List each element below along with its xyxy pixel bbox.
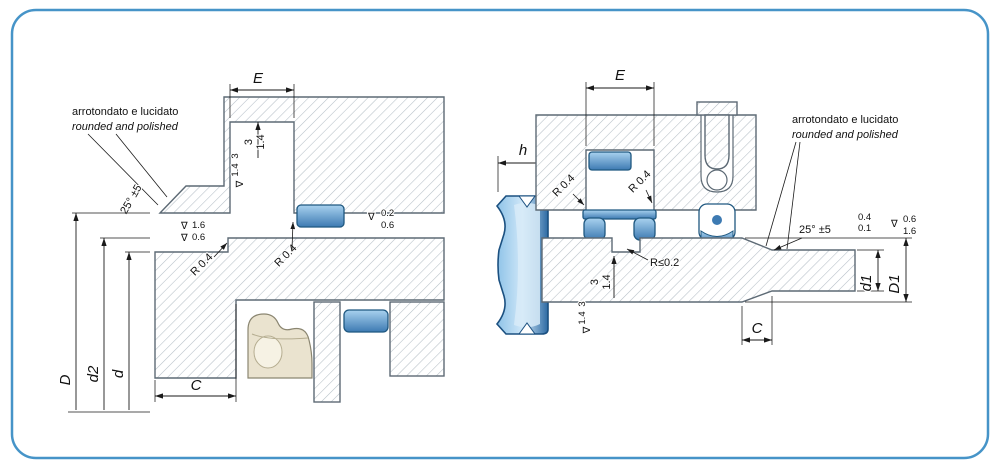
- left-upper-housing-section: [158, 96, 445, 214]
- label-chamfer-angle: 25° ±5: [799, 224, 831, 236]
- label-finish-01: 0.1: [858, 223, 871, 234]
- seal-bottom-notch: [518, 322, 536, 335]
- surface-finish-icon: ∇: [180, 233, 188, 244]
- label-groove-dim-3: 3: [589, 279, 601, 285]
- right-seal-lip-left: [583, 217, 606, 241]
- right-ball-detail: [706, 169, 728, 191]
- left-wiper-seal-detail: [253, 335, 283, 369]
- label-surface-06: 0.6: [381, 220, 394, 231]
- right-cap-seal-core: [712, 215, 722, 225]
- right-pin-flange: [696, 101, 738, 116]
- label-groove-dim-14: 1.4: [601, 274, 613, 289]
- right-seal-band: [582, 209, 657, 220]
- leader-line: [290, 221, 296, 251]
- label-groove-finish-14: 1.4: [577, 311, 588, 324]
- left-lower-housing-section: [154, 237, 445, 379]
- label-dia-D: D: [57, 374, 74, 385]
- label-radius-small: R≤0.2: [650, 257, 679, 269]
- surface-finish-icon: ∇: [235, 180, 246, 188]
- label-seal-height-h: h: [519, 142, 527, 159]
- label-groove-dim-14: 1.4: [255, 134, 267, 149]
- label-groove-finish-3: 3: [230, 153, 241, 158]
- label-groove-finish-3: 3: [577, 301, 588, 306]
- label-dia-D1: D1: [886, 274, 903, 293]
- right-rod-section: [541, 237, 856, 303]
- left-oring-section: [343, 309, 389, 333]
- label-finish-side-16: 1.6: [903, 226, 916, 237]
- leader-line: [572, 193, 585, 206]
- surface-finish-icon: ∇: [890, 219, 898, 230]
- surface-finish-icon: ∇: [582, 326, 593, 334]
- surface-finish-icon: ∇: [367, 212, 375, 223]
- drawing-border: [10, 8, 990, 460]
- note-italian: arrotondato e lucidato: [72, 106, 178, 118]
- leader-line: [765, 141, 797, 247]
- label-dia-d1: d1: [858, 275, 875, 292]
- label-finish-04: 0.4: [858, 212, 871, 223]
- label-chamfer-c: C: [752, 320, 763, 337]
- left-rod-section: [389, 301, 445, 377]
- note-english: rounded and polished: [72, 121, 179, 133]
- leader-line: [87, 133, 159, 206]
- leader-line: [786, 141, 801, 250]
- seal-profile-highlight: [514, 202, 540, 328]
- leader-line: [115, 133, 168, 198]
- label-finish-16: 1.6: [192, 220, 205, 231]
- label-groove-finish-14: 1.4: [230, 163, 241, 176]
- right-seal-lip-right: [633, 217, 656, 241]
- surface-finish-icon: ∇: [180, 221, 188, 232]
- left-section-view: E 3 1.4 ∇ 1.4 3 arrotondato e lucidato r…: [56, 69, 445, 413]
- label-chamfer-c: C: [191, 377, 202, 394]
- label-finish-side-06: 0.6: [903, 214, 916, 225]
- note-italian: arrotondato e lucidato: [792, 114, 898, 126]
- label-finish-06: 0.6: [192, 232, 205, 243]
- note-english: rounded and polished: [792, 129, 899, 141]
- label-surface-02: 0.2: [381, 208, 394, 219]
- leader-line: [626, 248, 649, 261]
- seal-cross-section: h: [495, 141, 549, 335]
- leader-line: [213, 242, 228, 258]
- right-groove-insert: [588, 151, 632, 171]
- left-wiper-seal-line: [251, 333, 309, 340]
- label-dia-d: d: [110, 369, 127, 378]
- leader-line: [645, 189, 653, 204]
- left-backup-ring: [296, 204, 345, 228]
- left-bushing-section: [313, 301, 341, 403]
- label-groove-dim-3: 3: [243, 139, 255, 145]
- label-groove-width-e: E: [615, 67, 626, 84]
- right-pin-section: [704, 114, 730, 170]
- right-section-view: E R 0.4 R 0.4 arrotondato e lucidato rou…: [535, 66, 917, 345]
- leader-line: [773, 237, 803, 251]
- label-dia-d2: d2: [85, 365, 102, 382]
- seal-top-notch: [518, 195, 536, 208]
- label-groove-width-e: E: [253, 70, 264, 87]
